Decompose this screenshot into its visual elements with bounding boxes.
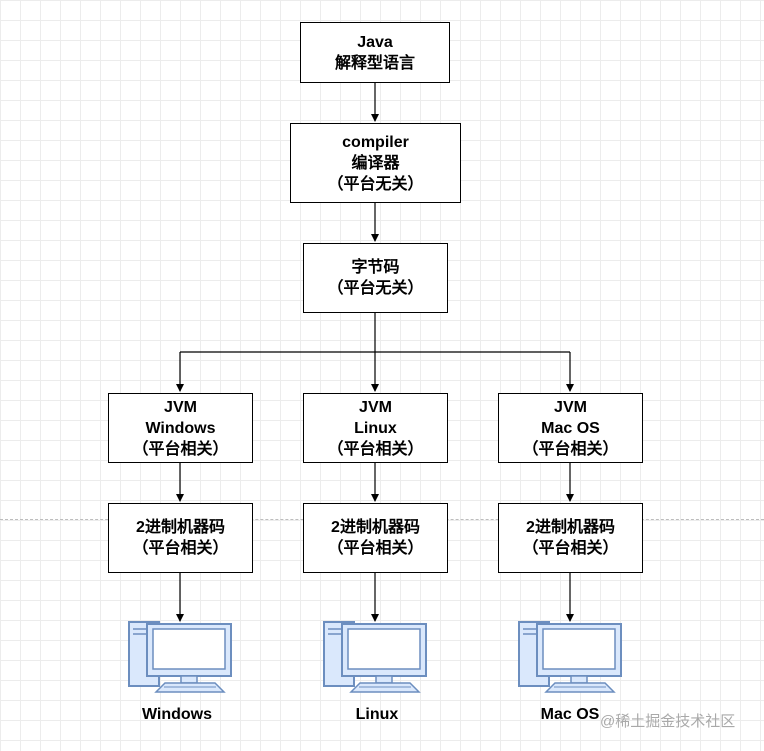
node-bin-mac[interactable]: 2进制机器码 （平台相关）: [498, 503, 643, 573]
computer-icon: [128, 621, 232, 693]
node-jvm-windows-line-1: JVM: [164, 398, 197, 416]
node-jvm-windows-line-2: Windows: [145, 419, 216, 437]
computer-icon: [323, 621, 427, 693]
node-bin-linux[interactable]: 2进制机器码 （平台相关）: [303, 503, 448, 573]
node-jvm-linux[interactable]: JVM Linux （平台相关）: [303, 393, 448, 463]
node-bin-windows[interactable]: 2进制机器码 （平台相关）: [108, 503, 253, 573]
node-bin-mac-line-2: （平台相关）: [522, 540, 619, 557]
node-jvm-windows-line-3: （平台相关）: [132, 440, 229, 458]
node-compiler-line-3: （平台无关）: [327, 175, 424, 193]
node-jvm-linux-line-2: Linux: [354, 419, 397, 437]
node-jvm-mac-line-2: Mac OS: [541, 419, 600, 437]
node-jvm-linux-line-3: （平台相关）: [327, 440, 424, 458]
node-java-line-1: Java: [357, 33, 393, 51]
node-jvm-windows[interactable]: JVM Windows （平台相关）: [108, 393, 253, 463]
node-bin-linux-line-1: 2进制机器码: [331, 519, 420, 536]
node-compiler[interactable]: compiler 编译器 （平台无关）: [290, 123, 461, 203]
node-java[interactable]: Java 解释型语言: [300, 22, 450, 83]
node-java-line-2: 解释型语言: [334, 54, 415, 72]
node-bytecode-line-2: （平台无关）: [327, 280, 424, 297]
node-compiler-line-2: 编译器: [351, 154, 400, 172]
computer-label-linux: Linux: [355, 706, 399, 723]
node-bytecode[interactable]: 字节码 （平台无关）: [303, 243, 448, 313]
node-jvm-mac-line-1: JVM: [554, 398, 587, 416]
node-bin-windows-line-1: 2进制机器码: [136, 519, 225, 536]
node-bin-linux-line-2: （平台相关）: [327, 540, 424, 557]
node-jvm-mac[interactable]: JVM Mac OS （平台相关）: [498, 393, 643, 463]
node-bin-windows-line-2: （平台相关）: [132, 540, 229, 557]
computer-label-windows: Windows: [141, 706, 213, 723]
node-bytecode-line-1: 字节码: [351, 259, 400, 276]
computer-label-mac: Mac OS: [540, 706, 600, 723]
watermark: @稀土掘金技术社区: [600, 713, 736, 730]
node-bin-mac-line-1: 2进制机器码: [526, 519, 615, 536]
node-compiler-line-1: compiler: [342, 133, 409, 151]
node-jvm-linux-line-1: JVM: [359, 398, 392, 416]
computer-icon: [518, 621, 622, 693]
node-jvm-mac-line-3: （平台相关）: [522, 440, 619, 458]
